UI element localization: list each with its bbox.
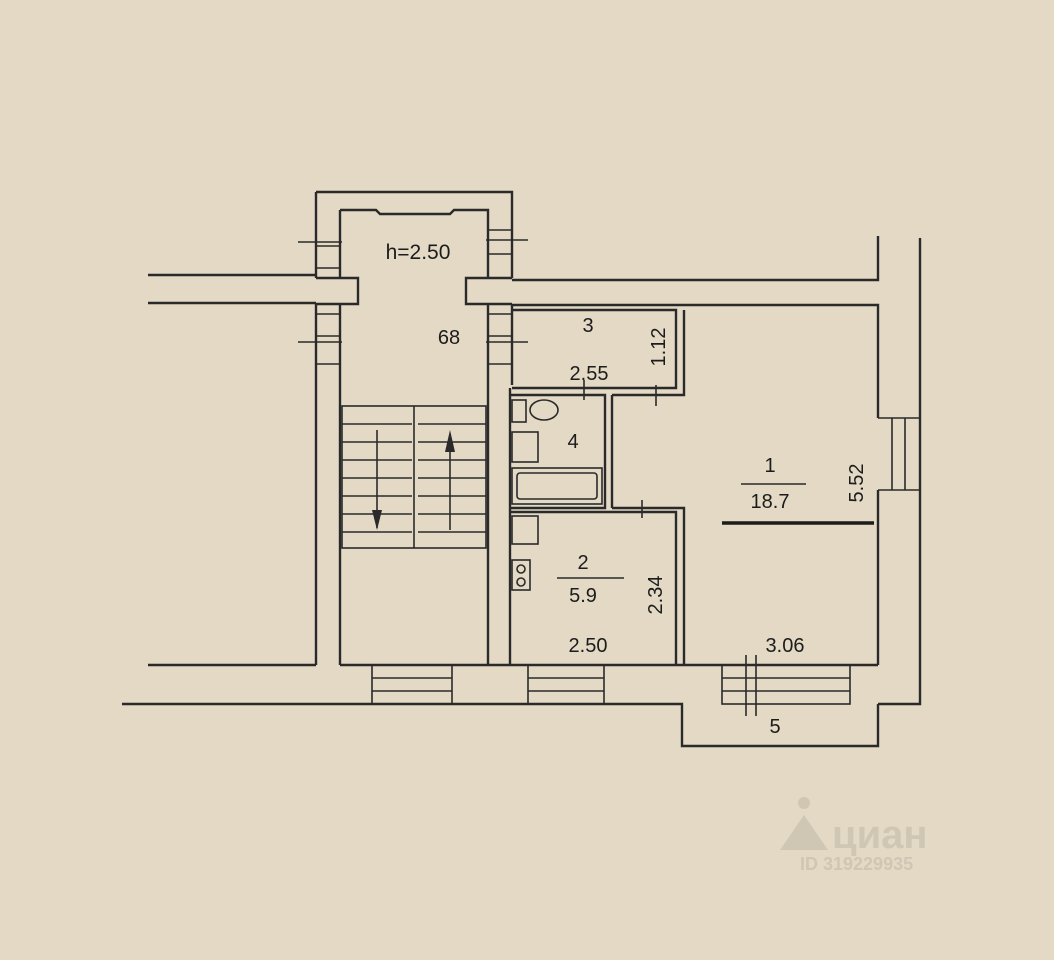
room-2-width: 2.50	[569, 635, 608, 657]
stair-arrow-down-head	[372, 510, 382, 530]
stove-icon	[511, 559, 531, 591]
inner-top-wall	[512, 303, 880, 418]
room-3-number: 3	[582, 315, 593, 337]
building-walls	[122, 236, 922, 748]
watermark-brand: циан	[832, 813, 928, 857]
right-window	[878, 417, 920, 491]
stairwell-inner-top-wall	[340, 208, 490, 278]
sink-icon	[511, 431, 539, 463]
stair-window	[371, 664, 453, 705]
dimension-ticks	[298, 239, 528, 343]
corridor-wall-left	[148, 273, 316, 305]
room-1-length: 5.52	[846, 464, 868, 503]
room-2-length: 2.34	[645, 576, 667, 615]
toilet-icon	[529, 399, 559, 421]
kitchen-window-glazing	[528, 677, 604, 692]
room-5-number: 5	[769, 716, 780, 738]
balcony-door-ticks	[745, 655, 757, 716]
closet-3-wall	[512, 308, 678, 390]
wall-thickness-label: 68	[438, 327, 460, 349]
outer-right-wall	[878, 238, 922, 706]
watermark: циан ID 319229935	[780, 797, 928, 874]
stair-window-glazing	[372, 677, 452, 692]
stairwell-outer-top-wall	[316, 190, 514, 278]
bathroom-wall	[510, 393, 607, 510]
room-1-area: 18.7	[751, 491, 790, 513]
closet-3-outer	[612, 310, 686, 397]
ceiling-height-label: h=2.50	[386, 241, 451, 264]
stove-burner-icon	[516, 577, 526, 587]
bathtub-icon	[511, 467, 603, 505]
partitions	[508, 308, 874, 665]
room-2-number: 2	[577, 552, 588, 574]
stairwell: h=2.50 68	[298, 190, 528, 665]
closet-ticks	[583, 380, 657, 406]
wall-hatch-marks	[316, 229, 512, 365]
kitchen-window	[527, 664, 605, 705]
kitchen-right-outer	[612, 506, 686, 665]
kitchen-top-wall	[510, 510, 678, 665]
toilet-tank	[511, 399, 527, 423]
room-1-number: 1	[764, 455, 775, 477]
stair-arrow-up-head	[445, 430, 455, 452]
outer-top-wall	[512, 236, 880, 282]
cian-logo-icon	[780, 797, 828, 850]
room-labels: 1 18.7 3.06 5.52 2 5.9 2.50 2.34 3 2.55 …	[567, 315, 868, 738]
left-jamb	[316, 276, 360, 306]
room-3-width: 2.55	[570, 363, 609, 385]
room-4-number: 4	[567, 431, 578, 453]
room-window-glazing	[722, 677, 850, 692]
room-3-length: 1.12	[648, 328, 670, 367]
kitchen-sink-icon	[511, 515, 539, 545]
room-2-area: 5.9	[569, 585, 597, 607]
room-window	[721, 664, 851, 705]
watermark-id: ID 319229935	[800, 854, 913, 874]
room-1-width: 3.06	[766, 635, 805, 657]
stove-burner-icon	[516, 564, 526, 574]
outer-bottom-wall	[122, 702, 880, 748]
bathtub-inner	[516, 472, 598, 500]
